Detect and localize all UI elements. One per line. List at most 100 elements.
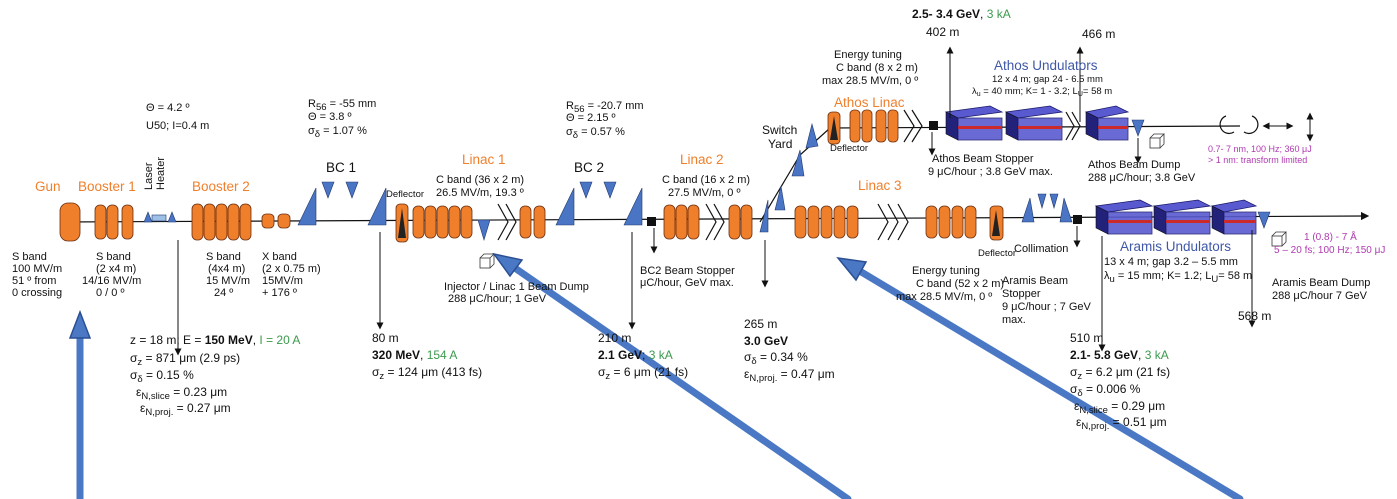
aramis-undulators-spec-1: 13 x 4 m; gap 3.2 – 5.5 mm <box>1104 256 1238 268</box>
booster1-cavities <box>94 204 134 240</box>
bc2-sigma: σδ = 0.57 % <box>566 126 625 141</box>
booster1-spec-3: 14/16 MV/m <box>82 275 141 287</box>
bc2-theta: Θ = 2.15 º <box>566 112 616 124</box>
booster2-spec-2: (4x4 m) <box>208 263 245 275</box>
aramis-output-2: 5 – 20 fs; 100 Hz; 150 μJ <box>1274 245 1385 256</box>
athos-position-466: 466 m <box>1082 27 1115 41</box>
linac2-spec-1: C band (16 x 2 m) <box>662 174 750 186</box>
linac3-energy-tuning-1: Energy tuning <box>912 265 980 277</box>
linac3-deflector-label: Deflector <box>978 248 1016 259</box>
linac3-break <box>877 203 909 241</box>
gun-title: Gun <box>35 179 61 194</box>
p18-sigma-delta: σδ = 0.15 % <box>130 368 194 385</box>
athos-polarization-icons <box>1219 112 1314 142</box>
laser-heater-label-1: Laser <box>143 162 155 190</box>
athos-undulator-3 <box>1084 105 1130 141</box>
aramis-undulators-title: Aramis Undulators <box>1120 239 1231 254</box>
switch-yard-label-1: Switch <box>762 123 797 137</box>
p18-emit-proj: εN,proj. = 0.27 μm <box>140 401 231 418</box>
linac2-break <box>705 203 725 241</box>
athos-deflector <box>827 111 841 145</box>
aramis-undulator-2 <box>1152 199 1212 235</box>
position-arrows <box>174 46 1256 356</box>
injector-dump-label-2: 288 μC/hour; 1 GeV <box>448 293 547 305</box>
athos-undulators-title: Athos Undulators <box>994 58 1098 73</box>
laser-heater-theta: Θ = 4.2 º <box>146 102 189 114</box>
p510-emit-proj: εN,proj. = 0.51 μm <box>1076 415 1167 432</box>
bc2-r56: R56 = -20.7 mm <box>566 100 644 115</box>
athos-energy-tuning-2: C band (8 x 2 m) <box>836 62 918 74</box>
p510-emit-slice: εN,slice = 0.29 μm <box>1074 399 1165 416</box>
p18-energy-line: z = 18 m; E = 150 MeV, I = 20 A <box>130 333 300 347</box>
athos-energy-tuning-3: max 28.5 MV/m, 0 º <box>822 75 918 87</box>
xband-spec-4: + 176 º <box>262 287 297 299</box>
linac1-cavities <box>412 205 546 242</box>
linac2-title: Linac 2 <box>680 152 724 167</box>
injector-dump-label-1: Injector / Linac 1 Beam Dump <box>444 281 589 293</box>
linac3-cavities <box>794 205 977 239</box>
p510-sigma-delta: σδ = 0.006 % <box>1070 382 1141 399</box>
p510-sigma-z: σz = 6.2 μm (21 fs) <box>1070 365 1170 382</box>
gun-cavity <box>59 202 81 242</box>
p80-energy: 320 MeV, 154 A <box>372 348 457 362</box>
gun-spec-4: 0 crossing <box>12 287 62 299</box>
booster1-spec-1: S band <box>96 251 131 263</box>
aramis-undulator-3 <box>1210 199 1258 235</box>
laser-heater-u50: U50; I=0.4 m <box>146 120 209 132</box>
athos-stopper-label-2: 9 μC/hour ; 3.8 GeV max. <box>928 166 1053 178</box>
linac2-spec-2: 27.5 MV/m, 0 º <box>668 187 741 199</box>
linac3-deflector <box>989 205 1004 241</box>
aramis-output-1: 1 (0.8) - 7 Å <box>1304 230 1357 243</box>
xband-spec-2: (2 x 0.75 m) <box>262 263 321 275</box>
athos-energy-current: 2.5- 3.4 GeV, 3 kA <box>912 7 1011 21</box>
athos-undulator-1 <box>944 105 1004 141</box>
bc2-stopper-label-2: μC/hour, GeV max. <box>640 277 734 289</box>
booster2-spec-3: 15 MV/m <box>206 275 250 287</box>
switch-yard-label-2: Yard <box>768 137 792 151</box>
aramis-dump-label-2: 288 μC/hour 7 GeV <box>1272 290 1368 302</box>
p265-emit-proj: εN,proj. = 0.47 μm <box>744 367 835 384</box>
athos-dump-label-1: Athos Beam Dump <box>1088 159 1180 171</box>
athos-stopper-block <box>929 121 938 130</box>
gun-spec-3: 51 º from <box>12 275 56 287</box>
booster1-spec-4: 0 / 0 º <box>96 287 124 299</box>
athos-dump-label-2: 288 μC/hour; 3.8 GeV <box>1088 172 1196 184</box>
p265-position: 265 m <box>744 317 777 331</box>
aramis-dump-label-1: Aramis Beam Dump <box>1272 277 1370 289</box>
athos-output-1: 0.7- 7 nm, 100 Hz; 360 μJ <box>1208 144 1312 154</box>
athos-output-2: > 1 nm: transform limited <box>1208 155 1307 165</box>
p510-energy: 2.1- 5.8 GeV, 3 kA <box>1070 348 1169 362</box>
bc1-chicane <box>297 181 387 226</box>
xband-spec-1: X band <box>262 251 297 263</box>
bc2-title: BC 2 <box>574 160 604 175</box>
linac1-spec-1: C band (36 x 2 m) <box>436 174 524 186</box>
p80-sigma-z: σz = 124 μm (413 fs) <box>372 365 482 382</box>
booster2-cavities <box>191 203 252 241</box>
aramis-stopper-label-4: max. <box>1002 314 1026 326</box>
bc1-r56: R56 = -55 mm <box>308 98 376 113</box>
gun-spec-1: S band <box>12 251 47 263</box>
athos-und-break <box>1065 111 1081 141</box>
athos-dump-box <box>1149 133 1165 149</box>
aramis-stopper-label-2: Stopper <box>1002 288 1041 300</box>
linac1-deflector-label: Deflector <box>386 189 424 200</box>
athos-break <box>903 109 923 143</box>
athos-linac-cavities <box>849 109 899 143</box>
athos-linac-title: Athos Linac <box>834 95 905 110</box>
athos-undulators-spec-1: 12 x 4 m; gap 24 - 6.5 mm <box>992 74 1103 85</box>
linac1-title: Linac 1 <box>462 152 506 167</box>
booster2-spec-4: 24 º <box>214 287 233 299</box>
booster1-spec-2: (2 x4 m) <box>96 263 136 275</box>
athos-undulator-2 <box>1004 105 1064 141</box>
bc2-stopper-block <box>647 217 656 226</box>
annotation-arrow-gun <box>68 309 92 499</box>
xband-spec-3: 15MV/m <box>262 275 303 287</box>
athos-energy-tuning-1: Energy tuning <box>834 49 902 61</box>
collimation-label: Collimation <box>1014 243 1068 255</box>
laser-heater-chicane <box>143 211 177 223</box>
p210-sigma-z: σz = 6 μm (21 fs) <box>598 365 688 382</box>
booster1-title: Booster 1 <box>78 179 136 194</box>
collimation-chicane <box>1021 193 1073 223</box>
xband-cavities <box>261 213 291 229</box>
